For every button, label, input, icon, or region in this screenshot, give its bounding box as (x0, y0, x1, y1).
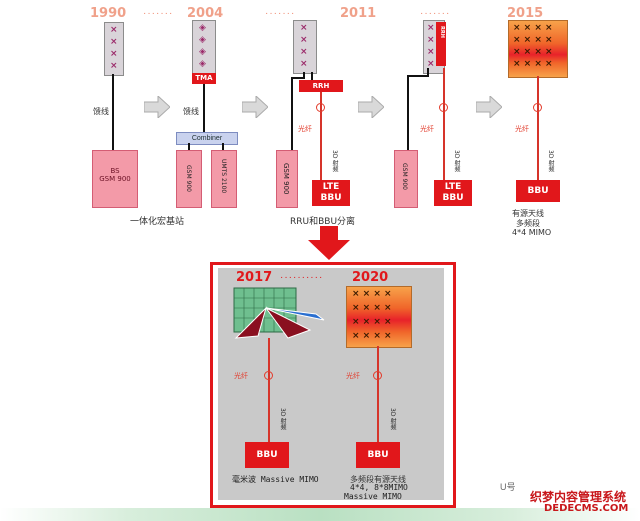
caption-multiband-active: 多频段有源天线 (350, 475, 406, 484)
cable (188, 143, 190, 151)
caption-rru-bbu: RRU和BBU分离 (290, 217, 356, 227)
timeline-dots: ······· (420, 8, 451, 19)
year-2020: 2020 (352, 270, 389, 285)
year-2011: 2011 (340, 6, 377, 21)
timeline-dots: ······· (143, 8, 174, 19)
arrow-down-icon (308, 226, 350, 260)
bbu-label: LTE (444, 182, 462, 192)
active-antenna-2015: × × × × × × × × × × × × × × × × (508, 20, 568, 78)
antenna-2004: ◈ ◈ ◈ ◈ (192, 20, 216, 74)
bs-box: BS GSM 900 (92, 150, 138, 208)
caption-massive-mimo: Massive MIMO (344, 492, 402, 501)
caption-mimo-sizes: 4*4, 8*8MIMO (350, 483, 408, 492)
feeder-label: 馈线 (93, 107, 109, 116)
fiber-cable (537, 76, 539, 180)
fiber-cable (377, 346, 379, 442)
watermark-title: 织梦内容管理系统 (530, 490, 627, 504)
combiner-box: Combiner (176, 132, 238, 145)
arrow-right-icon (242, 96, 268, 118)
arrow-right-icon (476, 96, 502, 118)
arrow-right-icon (144, 96, 170, 118)
gsm-label: GSM 900 (282, 163, 290, 195)
gsm-label: GSM 900 (401, 163, 408, 190)
bottom-bar (0, 508, 640, 521)
cable-path (407, 68, 429, 150)
bbu-label: LTE (322, 182, 340, 192)
cable-path (291, 72, 313, 150)
active-antenna-2020: × × × × × × × × × × × × × × × × (346, 286, 412, 348)
bbu-label-2: BBU (320, 193, 342, 203)
fiber-ring-icon (264, 371, 273, 380)
bbu-box: BBU (516, 180, 560, 202)
fiber-ring-icon (373, 371, 382, 380)
year-2017: 2017 (236, 270, 273, 285)
fiber-label: 光纤 (346, 372, 360, 380)
gsm-box: GSM 900 (394, 150, 418, 208)
umts-label: UMTS 2100 (220, 159, 227, 194)
rrh-label: RRH (439, 26, 445, 38)
feeder-cable (112, 74, 114, 150)
fiber-label: 光纤 (234, 372, 248, 380)
umts-box: UMTS 2100 (211, 150, 237, 208)
watermark-url: DEDECMS.COM (544, 503, 629, 514)
fiber-cable (268, 338, 270, 442)
cable (222, 143, 224, 151)
feeder-cable (203, 84, 205, 132)
timeline-dots: ·········· (280, 272, 324, 283)
gsm-box: GSM 900 (276, 150, 298, 208)
cable-3d-label: 3D 射频 (389, 408, 396, 431)
bbu-box: BBU (245, 442, 289, 468)
timeline-dots: ······· (265, 8, 296, 19)
caption-multiband: 多频段 (516, 219, 540, 228)
cable-3d-label: 3D 射频 (547, 150, 554, 173)
rrh-box-small: RRH (436, 22, 446, 66)
bs-label: BS (110, 167, 120, 175)
antenna-2011a: × × × × (293, 20, 317, 74)
wechat-badge: U号 (500, 482, 516, 492)
tma-box: TMA (192, 73, 216, 84)
year-1990: 1990 (90, 6, 127, 21)
fiber-cable (320, 92, 322, 180)
feeder-label: 馈线 (183, 107, 199, 116)
gsm-box: GSM 900 (176, 150, 202, 208)
lte-bbu-box: LTE BBU (312, 180, 350, 206)
caption-mimo: 4*4 MIMO (512, 228, 552, 237)
rrh-box: RRH (299, 80, 343, 92)
arrow-right-icon (358, 96, 384, 118)
mmwave-array-icon (233, 287, 325, 339)
fiber-ring-icon (439, 103, 448, 112)
year-2004: 2004 (187, 6, 224, 21)
caption-mmwave: 毫米波 Massive MIMO (232, 475, 319, 484)
bs-label-2: GSM 900 (99, 175, 131, 183)
fiber-ring-icon (316, 103, 325, 112)
bbu-box: BBU (356, 442, 400, 468)
fiber-ring-icon (533, 103, 542, 112)
fiber-label: 光纤 (515, 125, 529, 133)
antenna-1990: × × × × (104, 22, 124, 76)
lte-bbu-box: LTE BBU (434, 180, 472, 206)
cable-3d-label: 3D 射频 (453, 150, 460, 173)
caption-integrated: 一体化宏基站 (130, 217, 185, 227)
caption-active: 有源天线 (512, 209, 544, 218)
gsm-label: GSM 900 (185, 165, 192, 192)
fiber-cable (443, 68, 445, 180)
year-2015: 2015 (507, 6, 544, 21)
fiber-label: 光纤 (420, 125, 434, 133)
cable-3d-label: 3D 射频 (331, 150, 338, 173)
bbu-label-2: BBU (442, 193, 464, 203)
fiber-label: 光纤 (298, 125, 312, 133)
cable-3d-label: 3D 射频 (279, 408, 286, 431)
